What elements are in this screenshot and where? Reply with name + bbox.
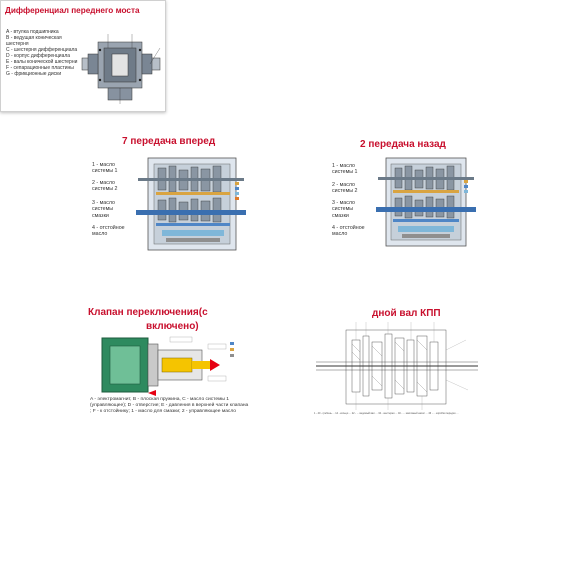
reverse-title: 2 передача назад: [360, 139, 446, 150]
legend-item: D - корпус дифференциала: [6, 53, 71, 60]
differential-card: Дифференциал переднего моста A - втулка …: [0, 0, 166, 112]
forward-title: 7 передача вперед: [122, 136, 216, 147]
legend-item: 3 - масло системы смазки: [92, 200, 115, 219]
legend-item: G - фрикционные диски: [6, 71, 62, 78]
valve-title-line2: включено): [146, 321, 199, 332]
valve-caption: A - электромагнит, B - плоская пружина, …: [90, 397, 249, 414]
legend-item: A - втулка подшипника: [6, 29, 59, 35]
reverse-gearbox-diagram: [376, 157, 476, 247]
differential-title: Дифференциал переднего моста: [5, 6, 140, 15]
legend-item: 2 - масло системы 2: [332, 182, 358, 195]
legend-item: 4 - отстойное масло: [332, 225, 365, 238]
legend-item: 1 - масло системы 1: [332, 163, 358, 176]
legend-item: 1 - масло системы 1: [92, 162, 118, 175]
legend-item: 2 - масло системы 2: [92, 180, 118, 193]
legend-item: C - шестерня дифференциала: [6, 47, 78, 54]
forward-gearbox-diagram: [136, 157, 246, 251]
shaft-cross-section-diagram: [316, 322, 478, 410]
legend-item: F - сепарационные пластины: [6, 65, 74, 72]
shift-valve-diagram: [101, 336, 234, 396]
legend-item: 4 - отстойное масло: [92, 225, 125, 238]
legend-item: B - ведущая коническая шестерня: [6, 35, 62, 47]
differential-diagram: [81, 34, 161, 104]
legend-item: E - валы конической шестерни: [6, 59, 78, 66]
shaft-title: дной вал КПП: [372, 308, 441, 319]
differential-legend: A - втулка подшипника B - ведущая кониче…: [6, 29, 78, 79]
legend-item: 3 - масло системы смазки: [332, 200, 355, 219]
shaft-fine-print: 1 - 40 - гребень ... 14 - кольцо ... 22 …: [314, 412, 459, 415]
valve-title-line1: Клапан переключения(с: [88, 307, 208, 318]
